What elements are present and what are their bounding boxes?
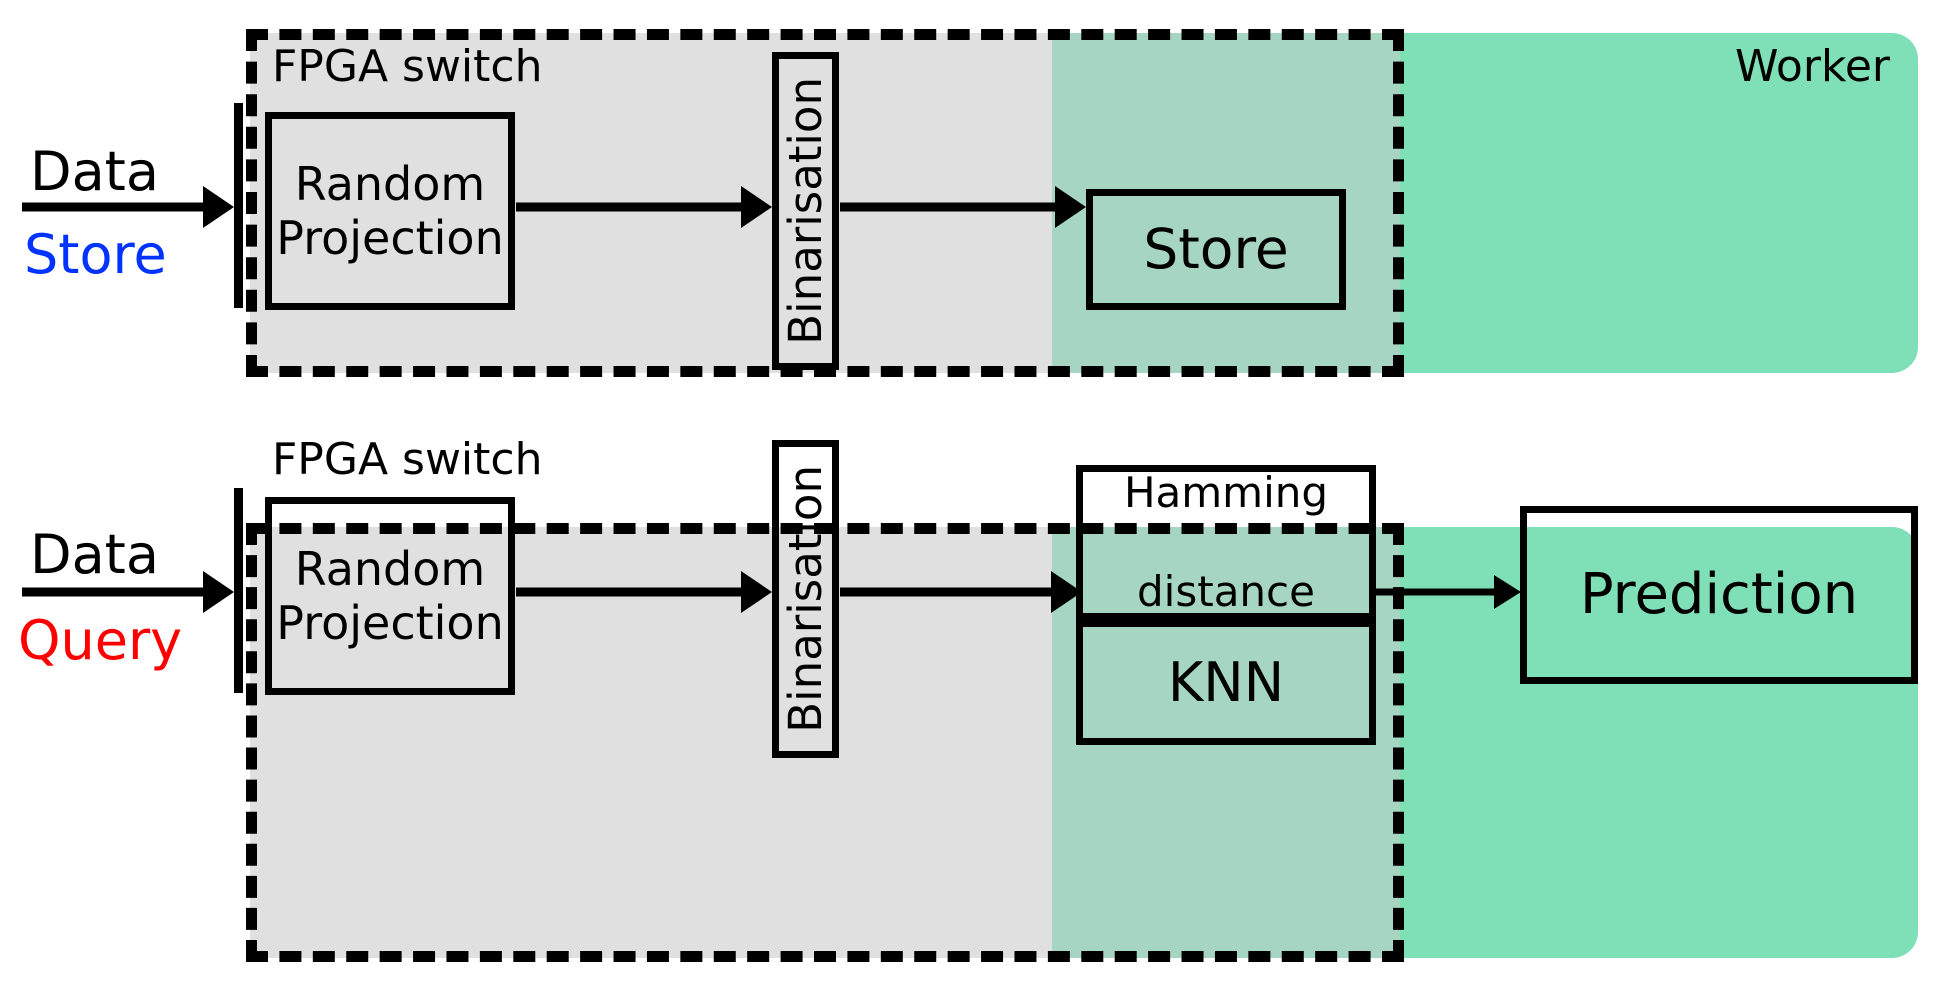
fpga-switch-label-row1: FPGA switch: [272, 41, 543, 92]
input-data-label-row2: Data: [30, 523, 159, 586]
block-label: Prediction: [1579, 561, 1859, 627]
block-knn-row2[interactable]: KNN: [1076, 620, 1376, 745]
block-hamming-distance-row2[interactable]: Hamming distance: [1076, 465, 1376, 620]
fpga-switch-label-row2: FPGA switch: [272, 434, 543, 485]
block-prediction-row2[interactable]: Prediction: [1520, 506, 1918, 684]
block-label: Binarisation: [778, 465, 832, 733]
worker-label-row1: Worker: [1735, 41, 1891, 92]
block-label: Random Projection: [276, 541, 504, 650]
input-terminator-row1: [234, 103, 243, 308]
block-binarisation-row2[interactable]: Binarisation: [772, 440, 839, 758]
input-mode-store-label: Store: [24, 223, 167, 286]
input-terminator-row2: [234, 488, 243, 693]
block-label: Random Projection: [276, 156, 504, 265]
fpga-region-row2: [250, 527, 1052, 958]
input-data-label-row1: Data: [30, 140, 159, 203]
block-binarisation-row1[interactable]: Binarisation: [772, 52, 839, 370]
block-store-row1[interactable]: Store: [1086, 189, 1346, 310]
block-random-projection-row2[interactable]: Random Projection: [265, 497, 515, 695]
block-label: Store: [1143, 217, 1289, 282]
block-label: Hamming distance: [1123, 468, 1329, 617]
block-random-projection-row1[interactable]: Random Projection: [265, 112, 515, 310]
block-label: Binarisation: [778, 77, 832, 345]
input-mode-query-label: Query: [18, 609, 183, 672]
block-label: KNN: [1167, 650, 1285, 714]
